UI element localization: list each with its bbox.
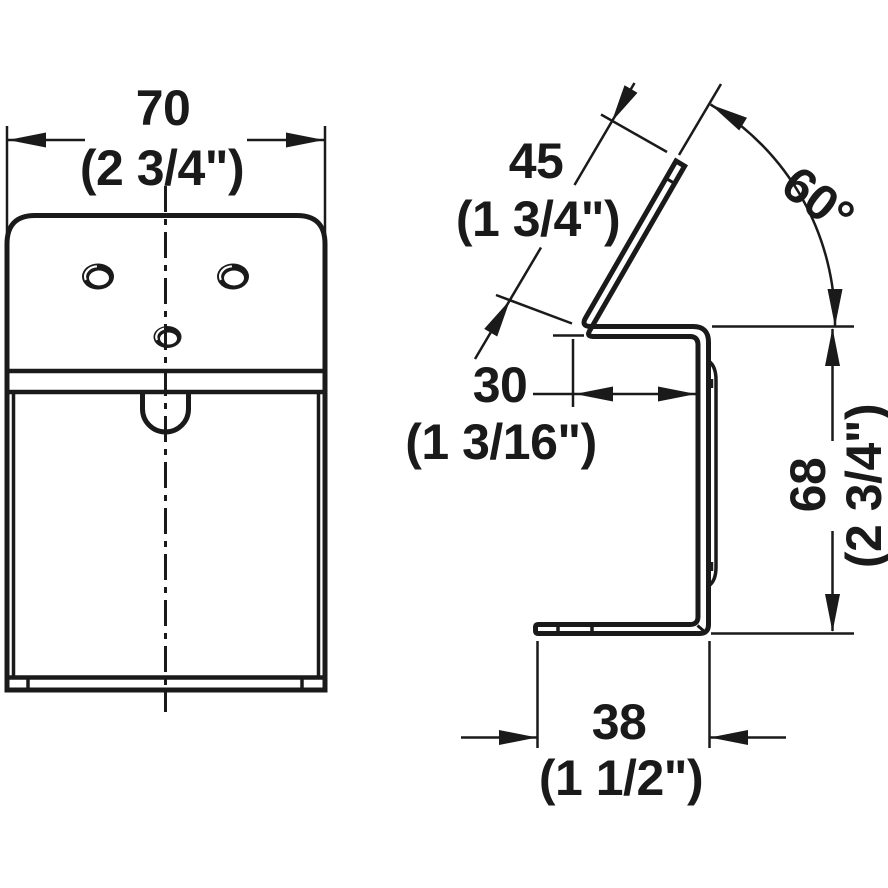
arrow-upper-icon bbox=[611, 85, 638, 122]
arrow-right-icon bbox=[658, 386, 696, 402]
hole-bore bbox=[224, 270, 244, 286]
arrow-left-icon bbox=[8, 132, 46, 148]
flap-mm-label: 45 bbox=[509, 133, 564, 189]
hole-bore bbox=[160, 332, 177, 345]
hole-highlight bbox=[219, 265, 233, 281]
extension-tick-upper bbox=[600, 113, 668, 154]
width-mm-label: 70 bbox=[136, 80, 191, 136]
flap-in-label: (1 3/4") bbox=[456, 191, 620, 247]
top-depth-in-label: (1 3/16") bbox=[405, 414, 597, 470]
arrow-up-icon bbox=[825, 328, 840, 366]
dimension-flap-length: 45 (1 3/4") bbox=[456, 82, 668, 360]
hole-top-left bbox=[82, 263, 114, 290]
bottom-depth-in-label: (1 1/2") bbox=[539, 750, 703, 806]
bottom-bend-mark bbox=[696, 624, 707, 634]
arc-arrow-top-icon bbox=[710, 104, 747, 131]
arrow-lower-icon bbox=[484, 300, 510, 337]
dimension-height: 68 (2 3/4") bbox=[711, 325, 888, 635]
bottom-depth-mm-label: 38 bbox=[592, 694, 647, 750]
angle-label: 60° bbox=[772, 155, 865, 245]
flap-tip-tick bbox=[665, 176, 676, 185]
angle-extension-line bbox=[677, 83, 723, 156]
height-in-label: (2 3/4") bbox=[836, 404, 888, 568]
front-view: 70 (2 3/4") bbox=[4, 80, 328, 712]
vertical-face-tab bbox=[707, 359, 718, 588]
arc-arrow-bottom-icon bbox=[827, 289, 843, 327]
top-depth-mm-label: 30 bbox=[473, 357, 528, 413]
side-profile-view: 45 (1 3/4") 60° 30 (1 3/16") bbox=[405, 82, 888, 806]
hole-center bbox=[153, 326, 182, 348]
arrow-left-icon bbox=[575, 386, 613, 402]
dimension-width: 70 (2 3/4") bbox=[5, 80, 327, 246]
arrow-right-icon bbox=[286, 132, 324, 148]
hole-highlight bbox=[84, 265, 98, 281]
width-in-label: (2 3/4") bbox=[80, 140, 244, 196]
hole-top-right bbox=[217, 263, 249, 290]
hole-bore bbox=[89, 270, 109, 286]
extension-tick-lower bbox=[495, 293, 573, 325]
arrow-left-icon bbox=[499, 730, 537, 745]
bracket-profile-outline bbox=[533, 157, 711, 636]
arrow-right-icon bbox=[710, 730, 748, 745]
height-mm-label: 68 bbox=[780, 458, 836, 513]
dimension-top-depth: 30 (1 3/16") bbox=[405, 339, 696, 470]
dimension-bottom-depth: 38 (1 1/2") bbox=[461, 641, 786, 806]
arrow-down-icon bbox=[825, 594, 840, 632]
dimension-angle: 60° bbox=[677, 83, 865, 327]
